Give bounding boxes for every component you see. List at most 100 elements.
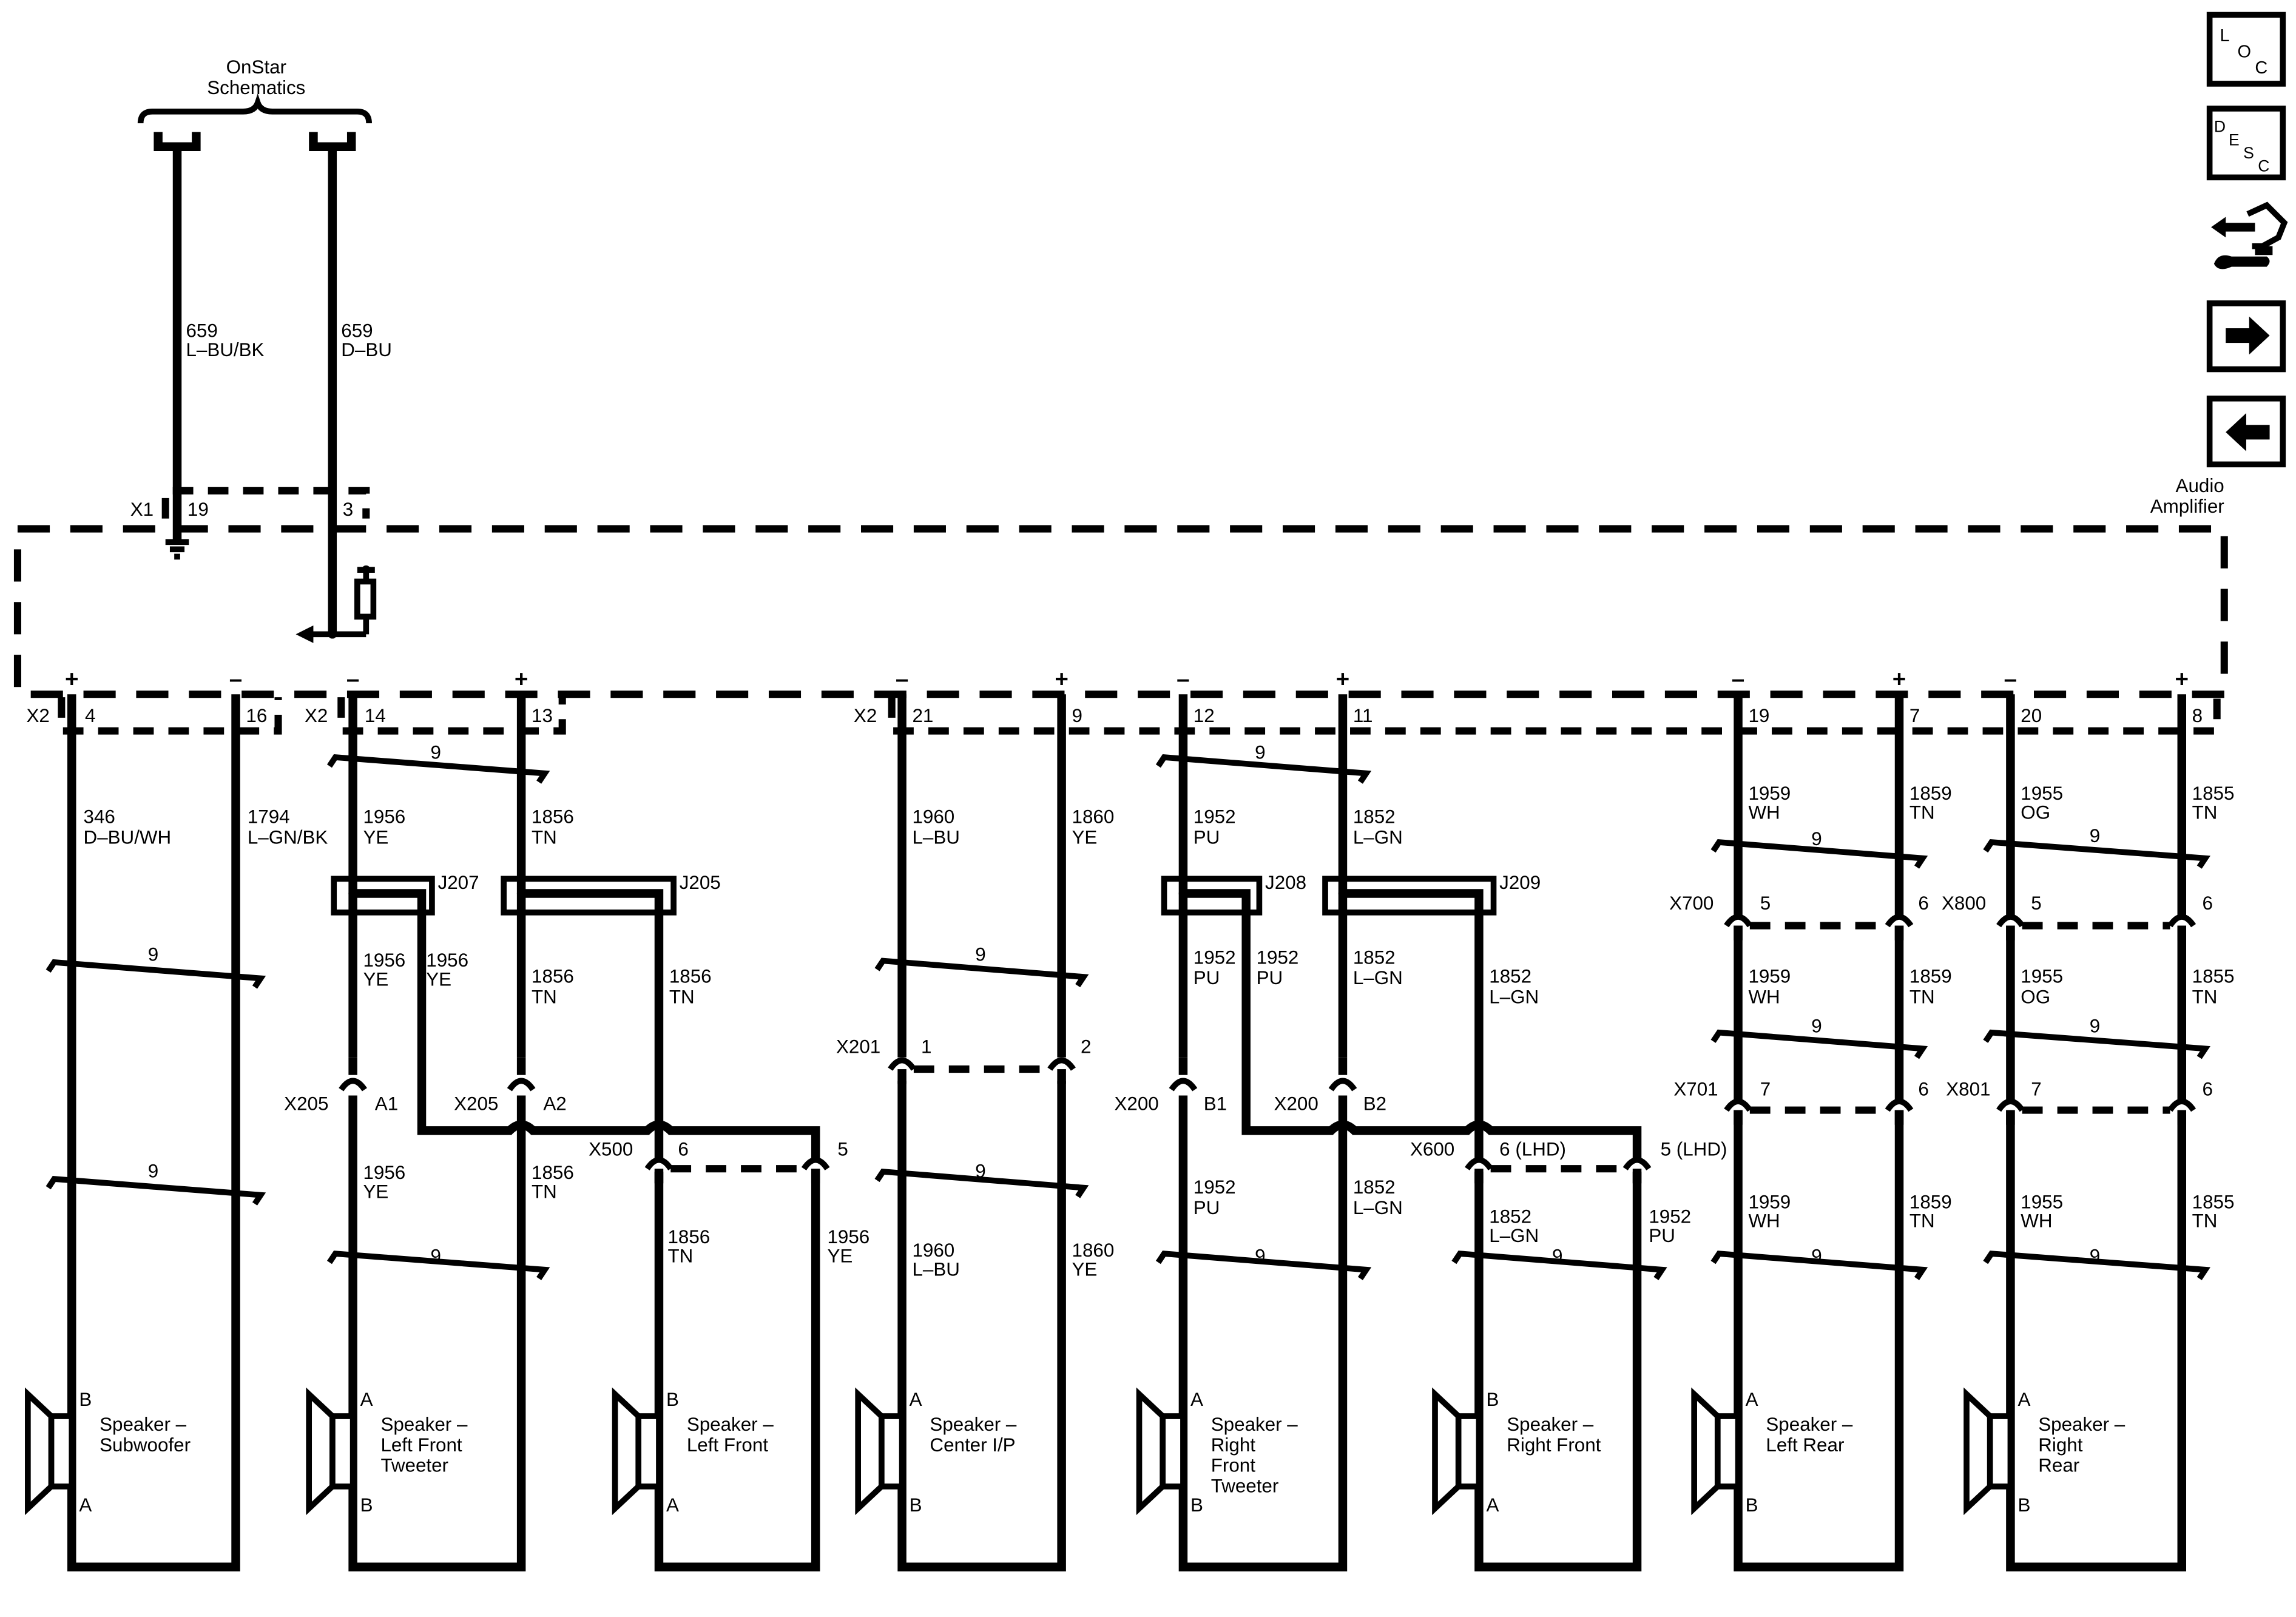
splice-label: J208 bbox=[1265, 872, 1306, 893]
speaker-terminal-bottom: A bbox=[1486, 1494, 1499, 1516]
wire-circuit: 1852 bbox=[1353, 806, 1396, 828]
wire-circuit: 1852 bbox=[1353, 1176, 1396, 1198]
speaker-terminal-bottom: B bbox=[910, 1494, 922, 1516]
wire-color: YE bbox=[1072, 826, 1098, 848]
wire-circuit: 1959 bbox=[1748, 783, 1791, 804]
wire-circuit: 1952 bbox=[1194, 1176, 1236, 1198]
wire-circuit: 1859 bbox=[1909, 1191, 1952, 1212]
previous-page-arrow-icon[interactable] bbox=[2206, 395, 2286, 468]
onstar-bracket bbox=[137, 93, 372, 124]
wire-color: TN bbox=[2192, 1210, 2218, 1232]
connector-label: X801 bbox=[1946, 1079, 1990, 1100]
wire-label-circuit: 659 bbox=[341, 320, 373, 341]
speaker-name: Right bbox=[1211, 1434, 1255, 1456]
svg-text:O: O bbox=[2237, 42, 2251, 61]
wire-circuit: 1852 bbox=[1489, 966, 1531, 987]
wire-circuit: 1860 bbox=[1072, 806, 1115, 828]
wire-circuit: 346 bbox=[84, 806, 115, 828]
speaker-terminal-top: A bbox=[360, 1389, 373, 1410]
wire-color: TN bbox=[667, 1246, 693, 1267]
wire-color: WH bbox=[1748, 986, 1780, 1007]
wire-circuit: 1956 bbox=[827, 1226, 869, 1247]
polarity-mark: + bbox=[2175, 666, 2189, 692]
wire-color: L–GN/BK bbox=[248, 826, 328, 848]
twist-count: 9 bbox=[1811, 1246, 1822, 1267]
twist-count: 9 bbox=[1811, 1016, 1822, 1037]
polarity-mark: + bbox=[1893, 666, 1906, 692]
twist-count: 9 bbox=[1255, 1246, 1265, 1267]
wire-circuit: 1956 bbox=[363, 1162, 405, 1183]
onstar-label-line1: OnStar bbox=[226, 56, 286, 78]
wire-color: TN bbox=[669, 986, 695, 1007]
audio-amplifier-box bbox=[13, 525, 2228, 698]
connector-pin: 6 bbox=[1918, 893, 1928, 914]
speaker-name: Speaker – bbox=[100, 1414, 187, 1435]
wire-label-color: L–BU/BK bbox=[186, 339, 264, 360]
speaker-name: Speaker – bbox=[1507, 1414, 1594, 1435]
wire-circuit: 1952 bbox=[1257, 947, 1299, 968]
pin-number: 14 bbox=[365, 705, 386, 726]
wire-color: YE bbox=[1072, 1258, 1098, 1280]
wire-color: TN bbox=[1909, 1210, 1935, 1232]
wire-color: L–GN bbox=[1489, 1225, 1539, 1246]
speaker-terminal-bottom: B bbox=[1746, 1494, 1758, 1516]
x2-connector-group bbox=[888, 697, 2221, 735]
connector-pin: A2 bbox=[543, 1093, 566, 1115]
wire-circuit: 1955 bbox=[2021, 783, 2063, 804]
twist-labels: 9 9 9 9 9 9 9 9 9 9 9 9 9 9 9 bbox=[148, 741, 2100, 1266]
wire-color: TN bbox=[1909, 986, 1935, 1007]
wire-circuit: 1856 bbox=[532, 806, 574, 828]
speaker-terminal-bottom: B bbox=[360, 1494, 373, 1516]
desc-button-icon[interactable]: D E S C bbox=[2206, 106, 2286, 181]
connector-label: X200 bbox=[1274, 1093, 1319, 1115]
speaker-name: Speaker – bbox=[1211, 1414, 1298, 1435]
x1-label: X1 bbox=[130, 499, 154, 520]
twist-count: 9 bbox=[1552, 1246, 1562, 1267]
svg-text:L: L bbox=[2220, 26, 2230, 46]
wire-label-circuit: 659 bbox=[186, 320, 217, 341]
connector-pin: A1 bbox=[375, 1093, 398, 1115]
svg-text:C: C bbox=[2258, 157, 2269, 175]
pin-number: 19 bbox=[1748, 705, 1769, 726]
svg-text:D: D bbox=[2214, 118, 2226, 136]
wire-circuit: 1855 bbox=[2192, 1191, 2235, 1212]
connector-repair-icon[interactable] bbox=[2211, 201, 2288, 269]
svg-text:C: C bbox=[2255, 58, 2267, 78]
connector-label: X701 bbox=[1673, 1079, 1718, 1100]
x1-connector bbox=[161, 487, 370, 519]
polarity-mark: + bbox=[65, 666, 79, 692]
connector-pin: 5 bbox=[1760, 893, 1771, 914]
speaker-name: Left Rear bbox=[1766, 1434, 1844, 1456]
polarity-mark: – bbox=[346, 666, 359, 692]
twist-count: 9 bbox=[2090, 825, 2100, 846]
wire-circuit: 1859 bbox=[1909, 783, 1952, 804]
wire-circuit: 1955 bbox=[2021, 1191, 2063, 1212]
splice-label: J207 bbox=[438, 872, 479, 893]
wire-circuit: 1955 bbox=[2021, 966, 2063, 987]
polarity-mark: + bbox=[1336, 666, 1350, 692]
polarity-mark: – bbox=[896, 666, 908, 692]
speaker-terminal-bottom: B bbox=[1190, 1494, 1203, 1516]
wire-circuit: 1956 bbox=[363, 950, 405, 971]
wire-color: OG bbox=[2021, 986, 2050, 1007]
x2-connector-group bbox=[337, 697, 566, 735]
wire-color: L–BU bbox=[912, 1258, 959, 1280]
wire-color: PU bbox=[1194, 826, 1220, 848]
wire-color: PU bbox=[1194, 967, 1220, 988]
amplifier-label-line2: Amplifier bbox=[2150, 496, 2224, 517]
next-page-arrow-icon[interactable] bbox=[2206, 300, 2286, 373]
speaker-name: Right bbox=[2038, 1434, 2082, 1456]
polarity-mark: – bbox=[2004, 666, 2017, 692]
wire-color: YE bbox=[426, 969, 451, 990]
twist-count: 9 bbox=[148, 944, 158, 965]
wire-circuit: 1852 bbox=[1353, 947, 1396, 968]
loc-button-icon[interactable]: L O C bbox=[2206, 12, 2286, 87]
connector-pin: 5 (LHD) bbox=[1661, 1138, 1727, 1160]
wire-circuit: 1852 bbox=[1489, 1206, 1531, 1227]
